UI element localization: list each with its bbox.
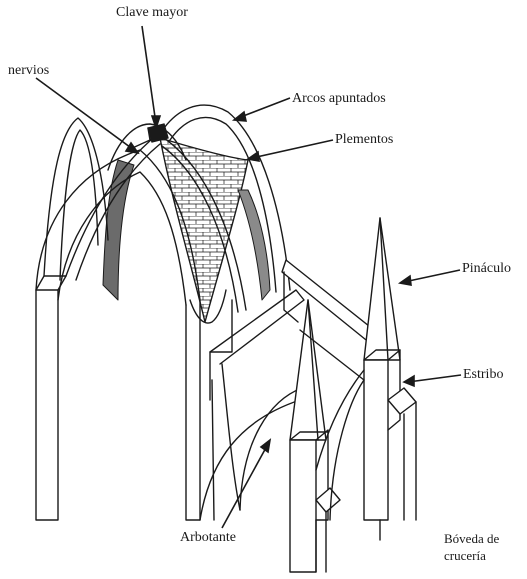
nervios-label: nervios — [8, 64, 49, 78]
left-pillar — [36, 290, 58, 520]
inner-web-right — [238, 190, 270, 300]
rear-pier — [364, 360, 388, 520]
keystone — [148, 124, 168, 142]
arcos-apuntados-label: Arcos apuntados — [292, 92, 386, 106]
rear-pinnacle — [364, 218, 400, 360]
pinaculo-label: Pináculo — [462, 262, 511, 276]
flying-buttress-top — [210, 290, 304, 364]
figure-caption: Bóveda de crucería — [444, 530, 499, 564]
estribo-label: Estribo — [463, 368, 503, 382]
clave-mayor-label: Clave mayor — [116, 6, 188, 20]
arbotante-label: Arbotante — [180, 531, 236, 545]
front-pier — [290, 440, 316, 572]
caption-line-1: Bóveda de — [444, 530, 499, 547]
front-pinnacle — [290, 300, 326, 440]
plementos-label: Plementos — [335, 133, 393, 147]
caption-line-2: crucería — [444, 547, 499, 564]
